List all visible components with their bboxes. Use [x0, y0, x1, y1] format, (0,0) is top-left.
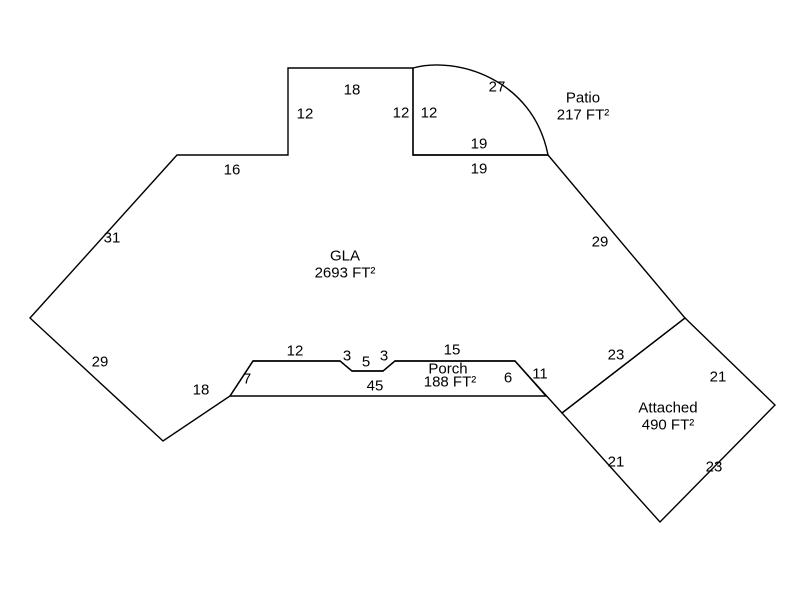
sketch-shapes-layer: [29, 64, 776, 524]
dimension-label: 5: [362, 354, 370, 371]
dimension-label: 31: [104, 230, 121, 247]
dimension-label: 12: [287, 343, 304, 360]
dimension-label: 15: [444, 342, 461, 359]
dimension-label: 7: [243, 371, 251, 388]
area-label: 188 FT²: [424, 374, 477, 391]
area-label: 2693 FT²: [315, 265, 376, 282]
dimension-label: 3: [343, 348, 351, 365]
dimension-label: 12: [393, 105, 410, 122]
area-label: Patio: [566, 90, 600, 107]
dimension-label: 12: [421, 105, 438, 122]
dimension-label: 45: [367, 378, 384, 395]
dimension-label: 23: [706, 459, 723, 476]
dimension-label: 19: [471, 136, 488, 153]
patio-outline: [412, 64, 549, 156]
dimension-label: 18: [193, 382, 210, 399]
dimension-label: 3: [380, 348, 388, 365]
area-label: GLA: [330, 248, 360, 265]
dimension-label: 21: [710, 369, 727, 386]
dimension-label: 19: [471, 161, 488, 178]
dimension-label: 27: [489, 79, 506, 96]
dimension-label: 29: [92, 354, 109, 371]
area-label: Porch: [428, 361, 467, 378]
dimension-label: 6: [504, 370, 512, 387]
area-label: Attached: [638, 400, 697, 417]
porch-outline: [228, 360, 548, 397]
dimension-label: 12: [297, 106, 314, 123]
dimension-label: 18: [344, 82, 361, 99]
area-label: 490 FT²: [642, 417, 695, 434]
dimension-label: 29: [592, 234, 609, 251]
dimension-label: 11: [532, 366, 548, 383]
dimension-label: 23: [608, 347, 625, 364]
dimension-label: 21: [608, 454, 625, 471]
attached-garage-outline: [560, 317, 776, 524]
area-label: 217 FT²: [557, 107, 610, 124]
dimension-label: 16: [224, 162, 241, 179]
